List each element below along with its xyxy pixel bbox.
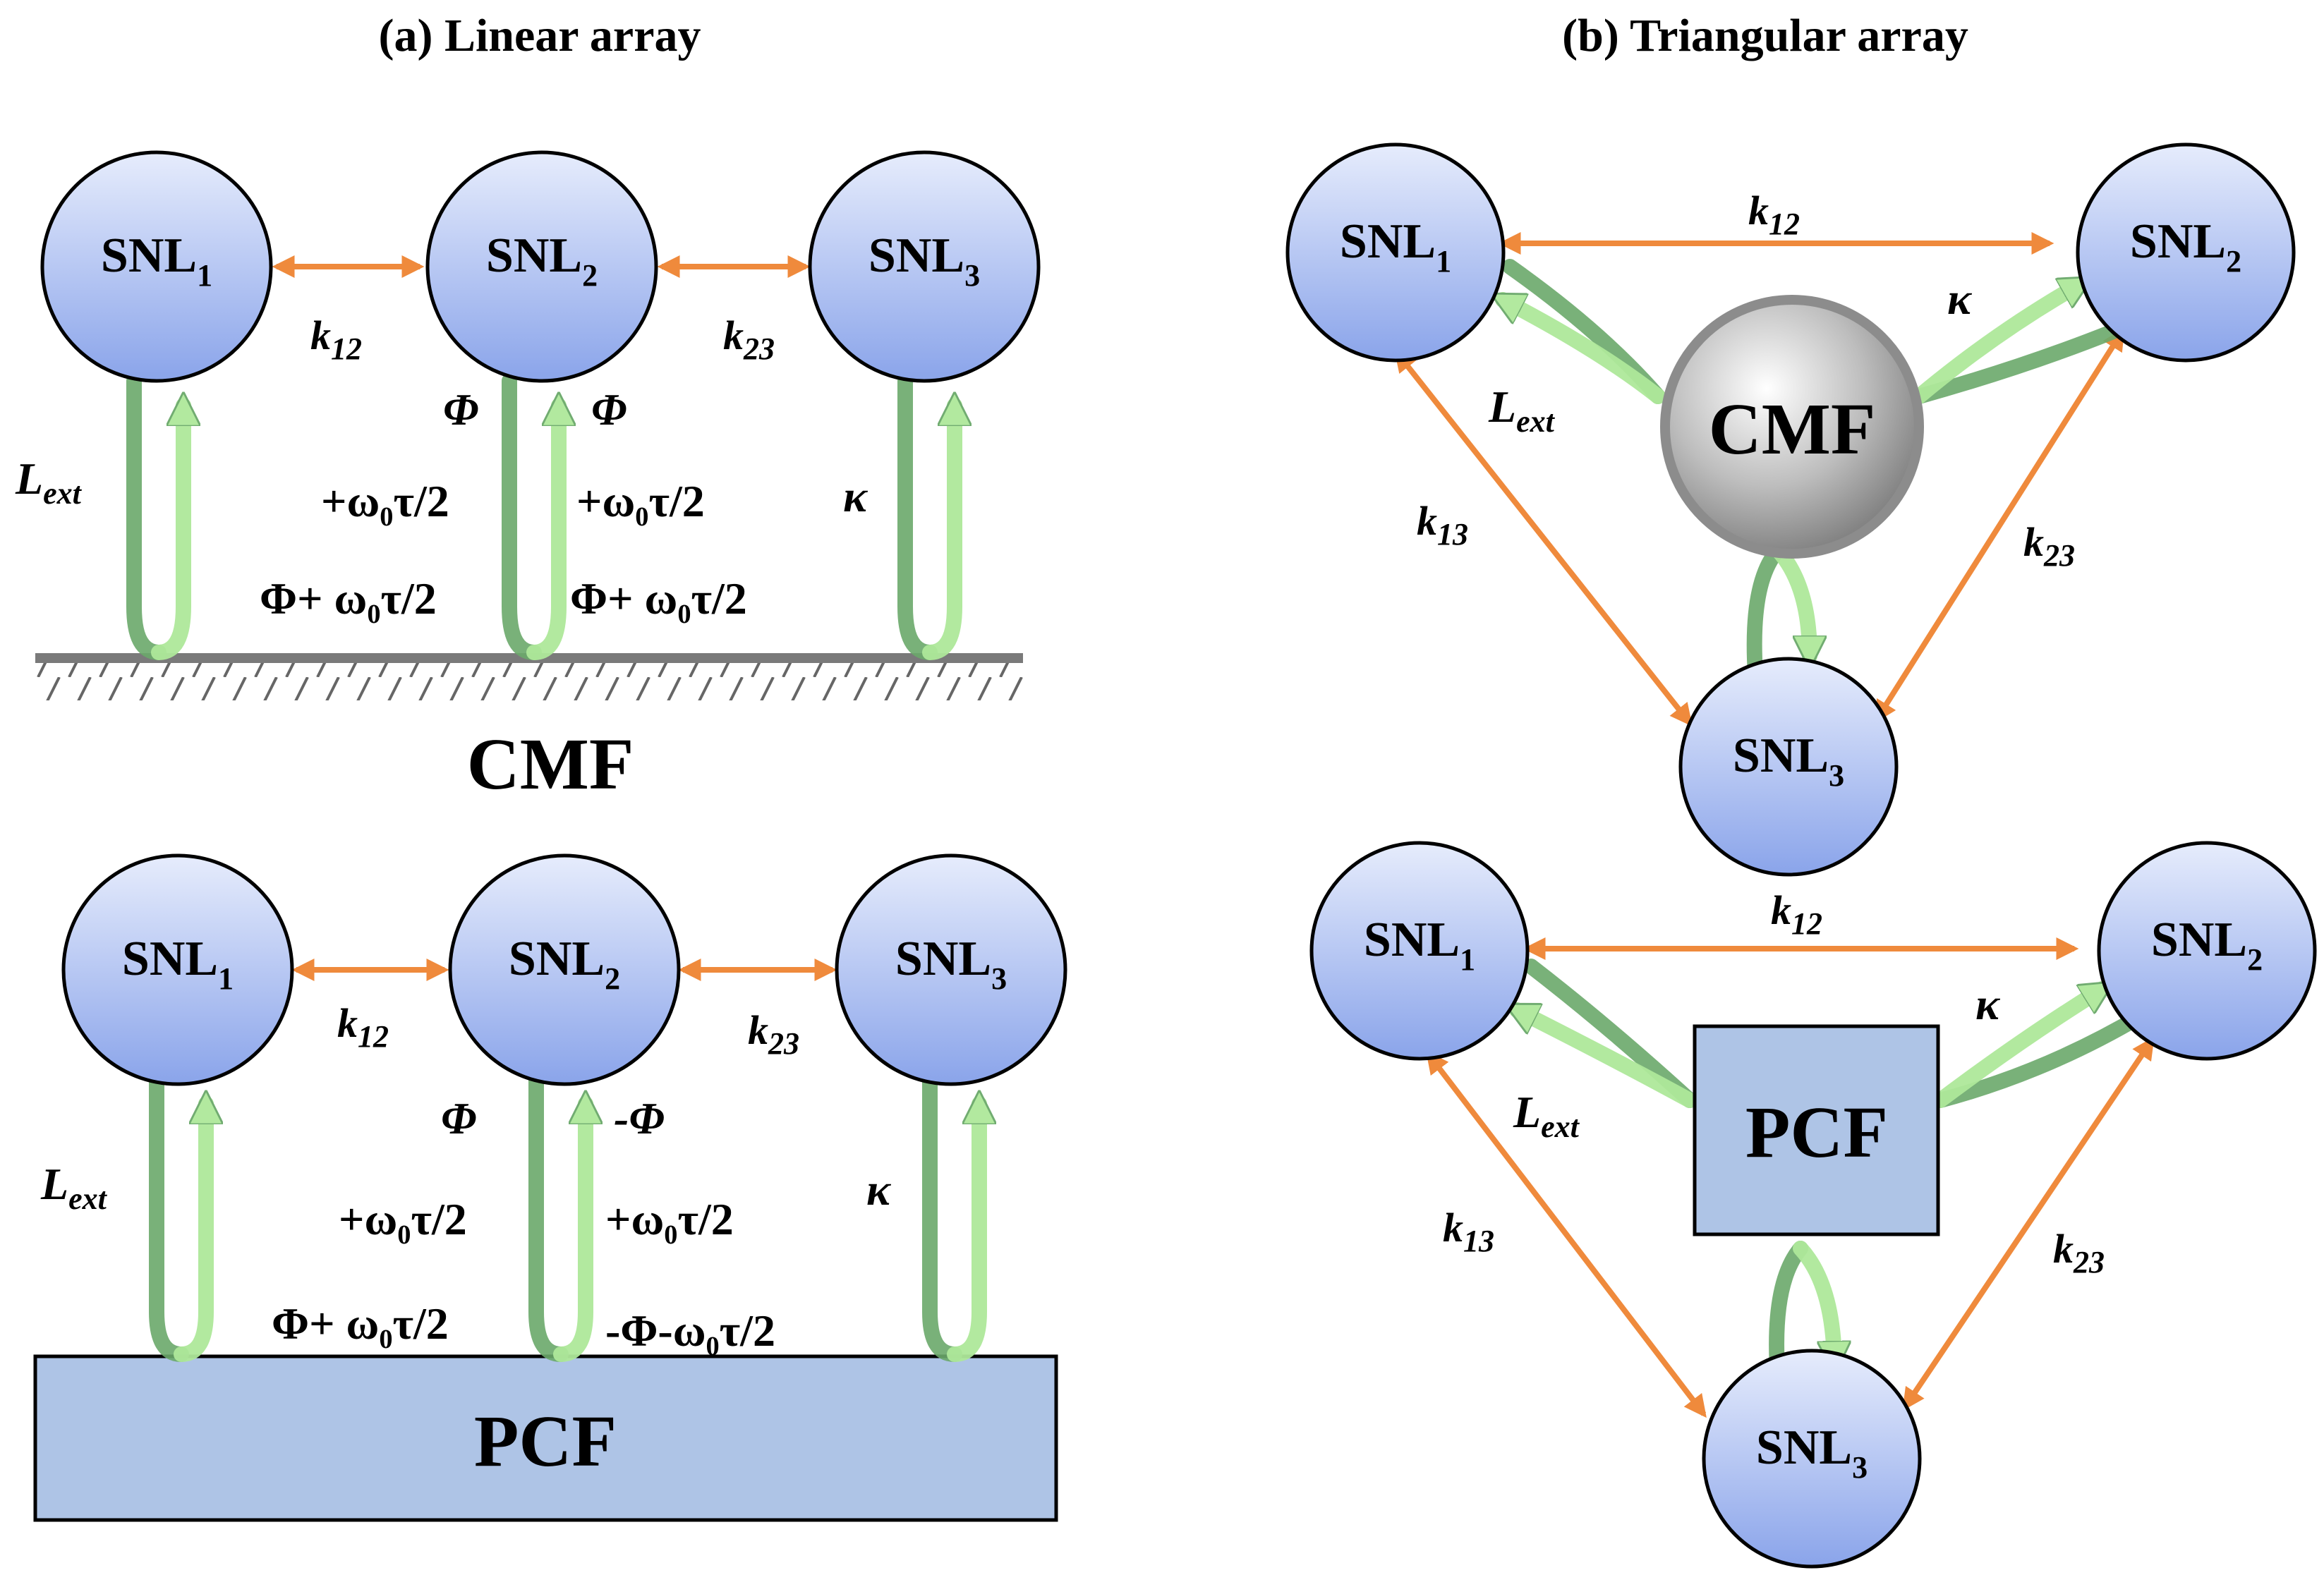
label-bot-right: Φ+ ω₀τ/2	[570, 573, 747, 624]
coupling-arrow-k23	[1874, 327, 2125, 724]
feedback-loop	[1746, 542, 1810, 681]
label-kappa: κ	[843, 471, 869, 521]
pcf-block	[33, 1354, 1058, 1522]
svg-text:SNL3: SNL3	[869, 229, 980, 293]
pcf-block: PCF	[1693, 1024, 1940, 1236]
feedback-loop	[897, 373, 955, 660]
label-k23: k23	[748, 1007, 799, 1061]
pcf-label: PCF	[474, 1401, 617, 1482]
cmf-sphere: CMF	[1660, 295, 1924, 559]
label-lext: Lext	[1488, 382, 1556, 439]
label-k12: k12	[1748, 188, 1800, 241]
panel-a-top: SNL1 SNL2 SNL3 k12 k23 Lext κ Φ Φ +ω₀τ/2…	[15, 150, 1041, 805]
svg-text:SNL2: SNL2	[2151, 913, 2263, 977]
feedback-loop	[502, 373, 559, 660]
panel-b-top: CMF SNL1 SNL2 SNL3 k12 k13 k23 Lext κ	[1285, 142, 2296, 877]
node-snl2: SNL2	[2097, 841, 2317, 1061]
panel-b-bottom: PCF SNL1 SNL2 SNL3 k12 k13 k23 Lext κ	[1309, 841, 2317, 1569]
feedback-loop	[1503, 259, 1666, 404]
label-k13: k13	[1417, 498, 1468, 552]
feedback-loop	[1911, 284, 2121, 404]
svg-text:SNL2: SNL2	[2130, 214, 2241, 279]
node-snl1: SNL1	[1309, 841, 1530, 1061]
svg-text:SNL2: SNL2	[509, 932, 620, 996]
label-bot-right: -Φ-ω₀τ/2	[605, 1306, 775, 1356]
label-bot-left: Φ+ ω₀τ/2	[260, 573, 437, 624]
label-lext: Lext	[40, 1159, 108, 1216]
svg-text:SNL1: SNL1	[1340, 214, 1451, 279]
label-k12: k12	[337, 1000, 389, 1054]
panel-a-title: (a) Linear array	[378, 10, 701, 61]
label-kappa: κ	[866, 1165, 892, 1215]
label-bot-left: Φ+ ω₀τ/2	[272, 1299, 449, 1349]
coupling-arrow-k13	[1426, 1050, 1707, 1418]
svg-text:SNL1: SNL1	[122, 932, 234, 996]
label-phi-left: Φ	[443, 384, 479, 434]
panel-b-title: (b) Triangular array	[1562, 10, 1968, 61]
node-snl2: SNL2	[425, 150, 658, 383]
feedback-loop	[528, 1071, 586, 1362]
svg-text:SNL1: SNL1	[101, 229, 212, 293]
node-snl3: SNL3	[835, 853, 1067, 1086]
svg-text:SNL1: SNL1	[1364, 913, 1475, 977]
label-kappa: κ	[1975, 979, 2001, 1029]
label-lext: Lext	[15, 454, 83, 511]
node-snl2: SNL2	[448, 853, 681, 1086]
label-k23: k23	[2023, 519, 2075, 573]
cmf-ground-hatch	[35, 658, 1023, 700]
node-snl1: SNL1	[61, 853, 294, 1086]
label-k23: k23	[2053, 1226, 2105, 1279]
node-snl1: SNL1	[1285, 142, 1506, 363]
svg-text:SNL3: SNL3	[895, 932, 1007, 996]
svg-text:SNL3: SNL3	[1733, 729, 1844, 793]
label-mid-right: +ω₀τ/2	[605, 1194, 734, 1244]
label-mid-left: +ω₀τ/2	[321, 476, 449, 526]
svg-text:SNL2: SNL2	[486, 229, 598, 293]
label-mid-left: +ω₀τ/2	[339, 1194, 467, 1244]
label-k12: k12	[310, 312, 362, 366]
node-snl2: SNL2	[2076, 142, 2296, 363]
node-snl3: SNL3	[1678, 657, 1899, 877]
label-k13: k13	[1443, 1205, 1494, 1258]
label-mid-right: +ω₀τ/2	[576, 476, 705, 526]
svg-text:SNL3: SNL3	[1756, 1421, 1868, 1485]
node-snl1: SNL1	[40, 150, 273, 383]
feedback-loop	[1932, 989, 2149, 1108]
label-k23: k23	[723, 312, 775, 366]
feedback-loop	[149, 1071, 206, 1362]
feedback-loop	[922, 1071, 979, 1362]
node-snl3: SNL3	[808, 150, 1041, 383]
svg-text:PCF: PCF	[1745, 1092, 1888, 1173]
coupling-arrow-k13	[1394, 348, 1693, 727]
label-phi-right: Φ	[591, 384, 627, 434]
cmf-label: CMF	[467, 724, 634, 805]
feedback-loop	[1517, 959, 1697, 1108]
label-kappa: κ	[1947, 274, 1973, 324]
label-phi-left: Φ	[441, 1093, 477, 1143]
coupling-arrow-k23	[1902, 1036, 2155, 1411]
node-snl3: SNL3	[1702, 1349, 1922, 1569]
label-k12: k12	[1771, 887, 1822, 941]
svg-text:CMF: CMF	[1709, 389, 1876, 470]
label-lext: Lext	[1513, 1087, 1580, 1144]
panel-a-bottom: SNL1 SNL2 SNL3 k12 k23 Lext κ Φ -Φ +ω₀τ/…	[33, 853, 1067, 1522]
label-phi-right: -Φ	[614, 1093, 665, 1143]
feedback-loop	[126, 373, 183, 660]
